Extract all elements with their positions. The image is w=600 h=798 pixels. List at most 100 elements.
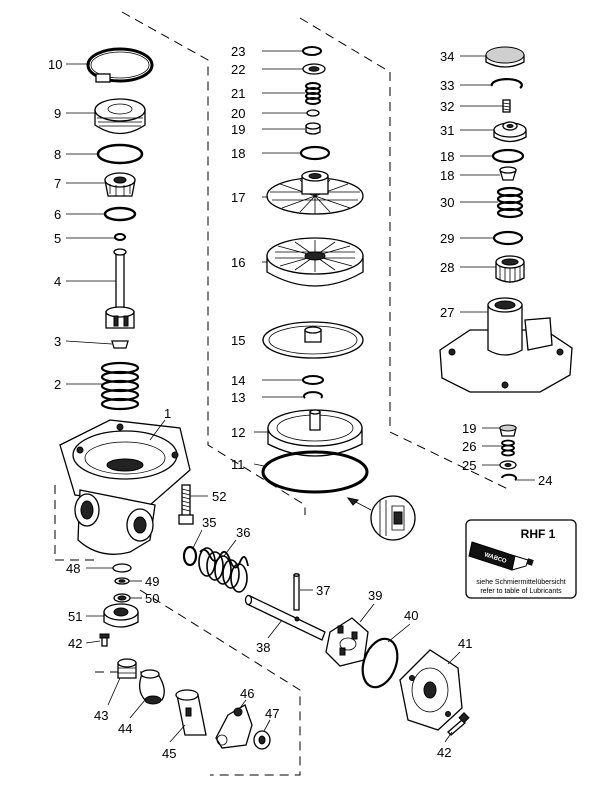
part-circlip-24 bbox=[501, 473, 517, 481]
part-label-25: 25 bbox=[462, 458, 476, 473]
part-o-ring-18-right-upper bbox=[491, 148, 525, 164]
part-label-48: 48 bbox=[66, 561, 80, 576]
part-filter-disc bbox=[266, 237, 364, 287]
part-label-35: 35 bbox=[202, 515, 216, 530]
part-label-11: 11 bbox=[231, 457, 245, 472]
part-spring-29 bbox=[496, 186, 524, 219]
part-label-19b: 19 bbox=[462, 421, 476, 436]
part-label-26: 26 bbox=[462, 439, 476, 454]
part-bushing bbox=[495, 255, 525, 283]
part-label-52: 52 bbox=[212, 489, 226, 504]
part-label-43: 43 bbox=[94, 708, 108, 723]
part-label-18b: 18 bbox=[440, 149, 454, 164]
part-o-ring-18-center bbox=[299, 145, 331, 161]
part-circlip-13 bbox=[303, 391, 323, 399]
part-label-6: 6 bbox=[54, 207, 61, 222]
part-label-10: 10 bbox=[48, 57, 62, 72]
part-label-28: 28 bbox=[440, 260, 454, 275]
part-piston-31 bbox=[493, 121, 527, 143]
part-circlip bbox=[86, 47, 154, 83]
part-label-37: 37 bbox=[316, 583, 330, 598]
lubricant-box: RHF 1 WABCO siehe Schmiermittelübersicht… bbox=[465, 519, 577, 599]
part-label-21: 21 bbox=[231, 86, 245, 101]
part-label-19a: 19 bbox=[231, 122, 245, 137]
part-label-39: 39 bbox=[368, 588, 382, 603]
part-flange bbox=[103, 603, 139, 628]
part-label-23: 23 bbox=[231, 44, 245, 59]
part-label-45: 45 bbox=[162, 746, 176, 761]
part-label-40: 40 bbox=[404, 608, 418, 623]
part-gasket bbox=[361, 637, 399, 689]
part-label-9: 9 bbox=[54, 106, 61, 121]
part-label-8: 8 bbox=[54, 147, 61, 162]
part-label-12: 12 bbox=[231, 425, 245, 440]
part-label-33: 33 bbox=[440, 78, 454, 93]
grease-tube-icon: WABCO bbox=[468, 541, 534, 571]
part-sleeve bbox=[175, 689, 207, 736]
part-label-29: 30 bbox=[440, 195, 454, 210]
part-upper-housing bbox=[439, 297, 573, 393]
part-label-38: 38 bbox=[256, 640, 270, 655]
part-label-18a: 18 bbox=[231, 146, 245, 161]
part-label-2: 2 bbox=[54, 377, 61, 392]
part-label-3: 3 bbox=[54, 334, 61, 349]
part-washer-48 bbox=[112, 563, 132, 573]
part-valve-19-right bbox=[499, 424, 517, 437]
part-o-ring-18-right-lower bbox=[492, 230, 524, 246]
part-o-ring-35 bbox=[182, 545, 198, 567]
part-bolt bbox=[178, 484, 194, 525]
part-label-47: 47 bbox=[265, 706, 279, 721]
part-spring-36 bbox=[198, 547, 249, 593]
part-label-24: 24 bbox=[538, 473, 552, 488]
part-label-16: 16 bbox=[231, 255, 245, 270]
part-o-ring-small bbox=[114, 233, 126, 241]
part-ring-50 bbox=[113, 593, 131, 603]
part-cover bbox=[399, 649, 463, 731]
part-label-32: 32 bbox=[440, 99, 454, 114]
part-label-34: 34 bbox=[440, 49, 454, 64]
part-label-20: 20 bbox=[231, 106, 245, 121]
part-label-15: 15 bbox=[231, 333, 245, 348]
part-washer-47 bbox=[253, 730, 271, 750]
part-cap-34 bbox=[485, 46, 525, 68]
part-o-ring-large bbox=[96, 143, 144, 165]
part-spring-large bbox=[100, 361, 140, 411]
part-washer-25 bbox=[499, 460, 517, 470]
part-pin-37 bbox=[293, 573, 300, 611]
part-plunger bbox=[105, 248, 135, 329]
part-label-31: 31 bbox=[440, 123, 454, 138]
part-piston bbox=[267, 409, 363, 457]
assembly-outline-center bbox=[121, 11, 511, 515]
lubricant-note-de: siehe Schmiermittelübersicht bbox=[476, 579, 566, 586]
part-label-41: 41 bbox=[458, 636, 472, 651]
part-disc-20 bbox=[306, 109, 320, 117]
part-washer-22 bbox=[302, 63, 326, 75]
part-plug bbox=[117, 658, 137, 679]
part-spring-21 bbox=[305, 82, 321, 105]
part-label-36: 36 bbox=[236, 525, 250, 540]
assembly-outline-lower bbox=[54, 485, 301, 776]
part-valve-30 bbox=[499, 166, 517, 181]
part-valve-19-center bbox=[305, 122, 321, 135]
part-rotor bbox=[325, 617, 369, 667]
part-label-14: 14 bbox=[231, 373, 245, 388]
part-label-13: 13 bbox=[231, 390, 245, 405]
part-label-49: 49 bbox=[145, 574, 159, 589]
part-valve-seat bbox=[104, 172, 136, 197]
part-label-51: 51 bbox=[68, 609, 82, 624]
detail-inset bbox=[346, 495, 416, 541]
part-label-42b: 42 bbox=[437, 745, 451, 760]
part-diaphragm bbox=[262, 321, 364, 359]
lubricant-title: RHF 1 bbox=[521, 527, 556, 541]
part-cap bbox=[94, 98, 146, 135]
part-label-27: 27 bbox=[440, 305, 454, 320]
part-label-7: 7 bbox=[54, 176, 61, 191]
part-label-4: 4 bbox=[54, 274, 61, 289]
part-label-30: 18 bbox=[440, 168, 454, 183]
part-screw-left bbox=[99, 633, 110, 647]
part-housing bbox=[59, 419, 191, 555]
lubricant-note-en: refer to table of Lubricants bbox=[480, 588, 562, 595]
part-washer-49 bbox=[114, 577, 130, 585]
part-lever bbox=[215, 704, 253, 749]
